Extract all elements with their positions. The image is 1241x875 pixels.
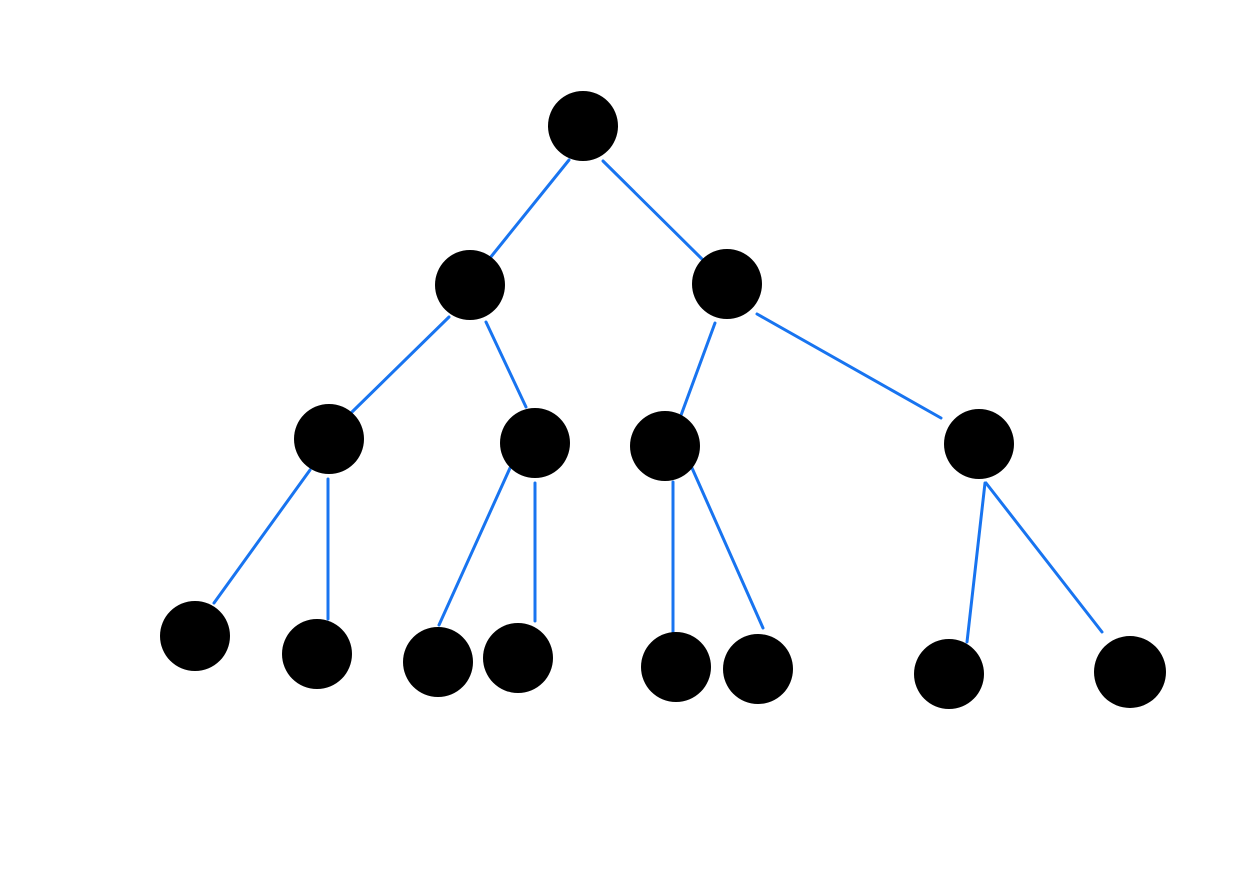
edges-layer xyxy=(212,158,1104,644)
node-leaf-5 xyxy=(641,632,711,702)
node-leaf-2 xyxy=(282,619,352,689)
edge-l2-c-to-leaf-6 xyxy=(690,466,765,630)
edge-root-to-l1-right xyxy=(601,159,705,262)
edge-l2-a-to-leaf-1 xyxy=(212,468,312,605)
node-l2-d xyxy=(944,409,1014,479)
node-leaf-3 xyxy=(403,627,473,697)
edge-l1-right-to-l2-c xyxy=(678,321,717,420)
node-leaf-6 xyxy=(723,634,793,704)
edge-l1-right-to-l2-d xyxy=(755,312,943,420)
edge-l2-b-to-leaf-3 xyxy=(437,466,512,627)
node-l1-left xyxy=(435,250,505,320)
edge-l1-left-to-l2-a xyxy=(350,315,451,414)
node-leaf-7 xyxy=(914,639,984,709)
node-leaf-8 xyxy=(1094,636,1166,708)
edge-root-to-l1-left xyxy=(488,158,571,260)
edge-l2-d-to-leaf-7 xyxy=(965,481,987,644)
node-l2-c xyxy=(630,411,700,481)
node-l1-right xyxy=(692,249,762,319)
node-leaf-1 xyxy=(160,601,230,671)
nodes-layer xyxy=(160,91,1166,709)
node-leaf-4 xyxy=(483,623,553,693)
node-l2-a xyxy=(294,404,364,474)
node-l2-b xyxy=(500,408,570,478)
node-root xyxy=(548,91,618,161)
edge-l1-left-to-l2-b xyxy=(484,320,528,409)
edge-l2-d-to-leaf-8 xyxy=(984,481,1104,634)
